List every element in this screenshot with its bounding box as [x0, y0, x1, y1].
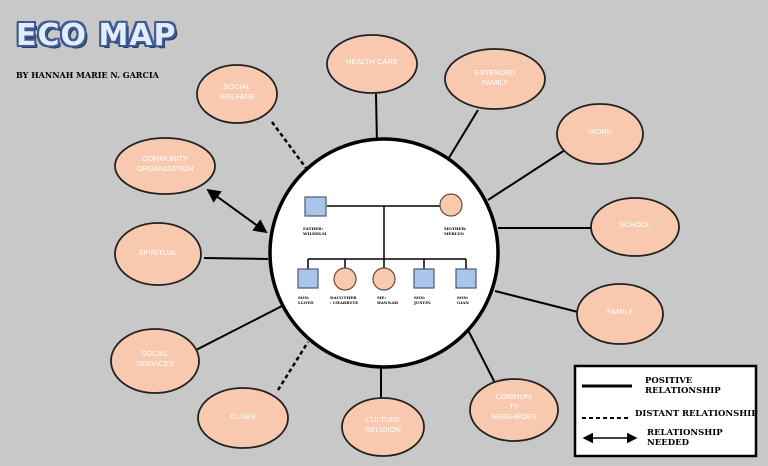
- child-daughter-charryte: [333, 267, 357, 291]
- son-lloyd-label: SON:LLOYD: [298, 295, 314, 305]
- connector-community-organization: [206, 188, 268, 234]
- father-label: FATHER:WILHELM: [302, 226, 327, 236]
- svg-text:SPIRITUAL: SPIRITUAL: [139, 248, 178, 257]
- connector-spiritual: [203, 257, 269, 260]
- child-son-gian: [455, 268, 477, 289]
- author-byline: BY HANNAH MARIE N. GARCIA: [16, 70, 159, 80]
- node-health-care: HEALTH CARE: [326, 34, 418, 94]
- connector-social-services: [195, 305, 283, 351]
- connector-community-neighbors: [467, 329, 496, 384]
- daughter-charryte-label: DAUGTHER: CHARRYTE: [330, 295, 358, 305]
- connector-family: [494, 290, 579, 313]
- mother-circle: [439, 193, 463, 217]
- node-spiritual: SPIRITUAL: [114, 222, 202, 286]
- legend-distant-label: DISTANT RELATIONSHIP: [635, 409, 758, 419]
- connector-clubs: [276, 341, 310, 391]
- node-clubs: CLUBS: [197, 387, 289, 449]
- father-square: [304, 196, 327, 217]
- svg-text:WORK: WORK: [588, 127, 611, 136]
- me-hannah-label: ME:HANNAH: [377, 295, 398, 305]
- node-work: WORK: [556, 103, 644, 165]
- node-family: FAMILY: [576, 283, 664, 345]
- svg-text:FAMILY: FAMILY: [607, 307, 633, 316]
- child-son-lloyd: [297, 268, 319, 289]
- son-justin-label: SON:JUSTIN: [413, 295, 431, 305]
- connector-health-care: [375, 93, 378, 146]
- page-title: ECO MAP: [16, 18, 177, 53]
- child-me-hannah: [372, 267, 396, 291]
- family-genogram: FATHER:WILHELM MOTHER:MERLYN SON:LLOYD D…: [297, 193, 477, 305]
- connector-extended-family: [446, 109, 479, 162]
- son-gian-label: SON:GIAN: [457, 295, 469, 305]
- svg-text:HEALTH CARE: HEALTH CARE: [346, 57, 398, 66]
- child-son-justin: [413, 268, 435, 289]
- connector-work: [487, 149, 566, 201]
- connector-social-welfare: [270, 121, 308, 169]
- svg-text:SCHOOL: SCHOOL: [619, 220, 651, 229]
- node-school: SCHOOL: [590, 197, 680, 257]
- mother-label: MOTHER:MERLYN: [444, 226, 467, 236]
- svg-text:CLUBS: CLUBS: [230, 412, 255, 421]
